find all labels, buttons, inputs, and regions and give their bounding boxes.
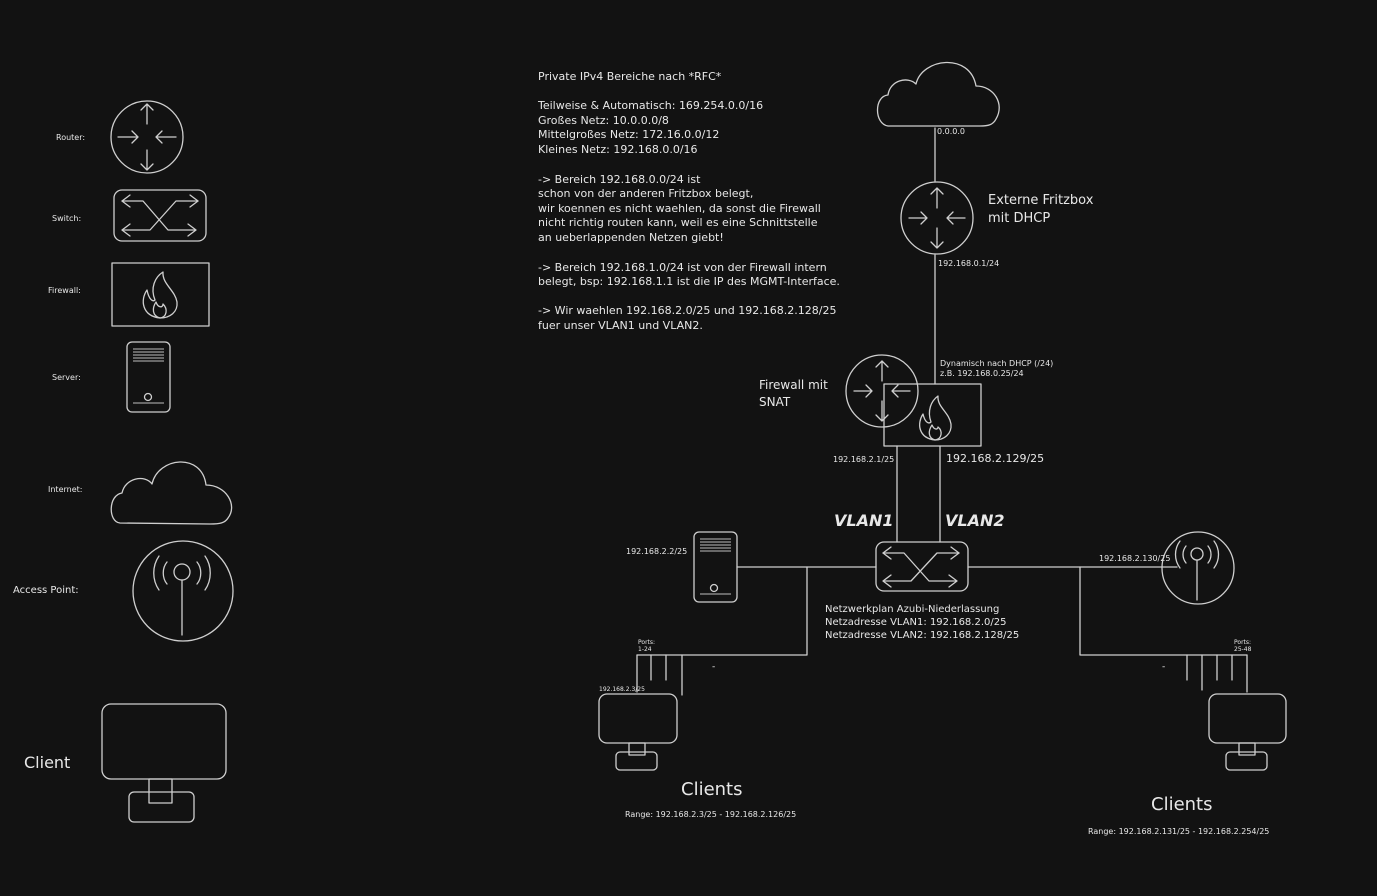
- clients-right-range: Range: 192.168.2.131/25 - 192.168.2.254/…: [1088, 827, 1270, 836]
- dhcp-note-line1: Dynamisch nach DHCP (/24): [940, 359, 1054, 368]
- notes-para3-1: fuer unser VLAN1 und VLAN2.: [538, 319, 703, 332]
- legend-internet-label: Internet:: [48, 485, 83, 494]
- core-switch-icon: [875, 541, 969, 592]
- ports-right-label: Ports:: [1234, 639, 1252, 646]
- notes-para1-3: nicht richtig routen kann, weil es eine …: [538, 216, 818, 229]
- clients-right-title: Clients: [1151, 794, 1213, 815]
- notes-para1-0: -> Bereich 192.168.0.0/24 ist: [538, 173, 701, 186]
- ports-left-range: 1-24: [638, 646, 652, 653]
- legend-server-label: Server:: [52, 373, 81, 382]
- vlan1-label: VLAN1: [834, 511, 894, 530]
- right-bus-dash: -: [1162, 662, 1166, 672]
- plan-vlan2-address: Netzadresse VLAN2: 192.168.2.128/25: [825, 630, 1020, 641]
- firewall-box-icon: [883, 383, 982, 447]
- legend-internet-icon: [110, 461, 233, 525]
- fritzbox-router-icon: [900, 181, 974, 255]
- legend-client-label: Client: [24, 753, 71, 772]
- notes-range-3: Kleines Netz: 192.168.0.0/16: [538, 143, 698, 156]
- firewall-vlan1-ip: 192.168.2.1/25: [833, 455, 895, 464]
- client-left-icon: [598, 693, 678, 771]
- internet-cloud-icon: [876, 61, 1000, 127]
- ports-left-label: Ports:: [638, 639, 656, 646]
- legend-router-icon: [110, 100, 184, 174]
- notes-para1-4: an ueberlappenden Netzen giebt!: [538, 231, 724, 244]
- clients-left-range: Range: 192.168.2.3/25 - 192.168.2.126/25: [625, 810, 797, 819]
- server-ip-label: 192.168.2.2/25: [626, 547, 688, 556]
- firewall-router-icon: [845, 354, 919, 428]
- fritzbox-label-line2: mit DHCP: [988, 211, 1051, 226]
- fritzbox-ip-label: 192.168.0.1/24: [938, 259, 1000, 268]
- internet-ip-label: 0.0.0.0: [937, 127, 965, 136]
- legend-server-icon: [126, 341, 171, 413]
- plan-title: Netzwerkplan Azubi-Niederlassung: [825, 604, 1000, 615]
- notes-range-0: Teilweise & Automatisch: 169.254.0.0/16: [538, 99, 764, 112]
- access-point-icon: [1161, 531, 1235, 605]
- firewall-label-line2: SNAT: [759, 395, 791, 409]
- notes-para1-2: wir koennen es nicht waehlen, da sonst d…: [538, 202, 821, 215]
- fritzbox-label-line1: Externe Fritzbox: [988, 193, 1094, 208]
- left-port-bus: [636, 566, 808, 696]
- notes-para2-1: belegt, bsp: 192.168.1.1 ist die IP des …: [538, 275, 840, 288]
- legend-access-point-icon: [132, 540, 234, 642]
- access-point-ip-label: 192.168.2.130/25: [1099, 554, 1171, 563]
- dhcp-note-line2: z.B. 192.168.0.25/24: [940, 369, 1024, 378]
- server-icon: [693, 531, 738, 603]
- notes-para2-0: -> Bereich 192.168.1.0/24 ist von der Fi…: [538, 261, 827, 274]
- legend-client-icon: [101, 703, 227, 823]
- clients-left-title: Clients: [681, 779, 743, 800]
- notes-para3-0: -> Wir waehlen 192.168.2.0/25 und 192.16…: [538, 304, 837, 317]
- left-bus-dash: -: [712, 662, 716, 672]
- plan-vlan1-address: Netzadresse VLAN1: 192.168.2.0/25: [825, 617, 1007, 628]
- legend-firewall-icon: [111, 262, 210, 327]
- ports-right-range: 25-48: [1234, 646, 1252, 653]
- firewall-vlan2-ip: 192.168.2.129/25: [946, 452, 1045, 465]
- right-port-bus: [1079, 566, 1248, 693]
- legend-firewall-label: Firewall:: [48, 286, 81, 295]
- notes-range-1: Großes Netz: 10.0.0.0/8: [538, 114, 669, 127]
- firewall-label-line1: Firewall mit: [759, 378, 828, 392]
- legend-router-label: Router:: [56, 133, 86, 142]
- legend-switch-icon: [113, 189, 207, 242]
- notes-para1-1: schon von der anderen Fritzbox belegt,: [538, 187, 754, 200]
- client-left-ip: 192.168.2.3/25: [599, 686, 645, 693]
- client-right-icon: [1208, 693, 1287, 771]
- notes-range-2: Mittelgroßes Netz: 172.16.0.0/12: [538, 128, 720, 141]
- legend-access-point-label: Access Point:: [13, 585, 79, 596]
- legend-switch-label: Switch:: [52, 214, 82, 223]
- vlan2-label: VLAN2: [945, 511, 1005, 530]
- notes-title: Private IPv4 Bereiche nach *RFC*: [538, 70, 722, 83]
